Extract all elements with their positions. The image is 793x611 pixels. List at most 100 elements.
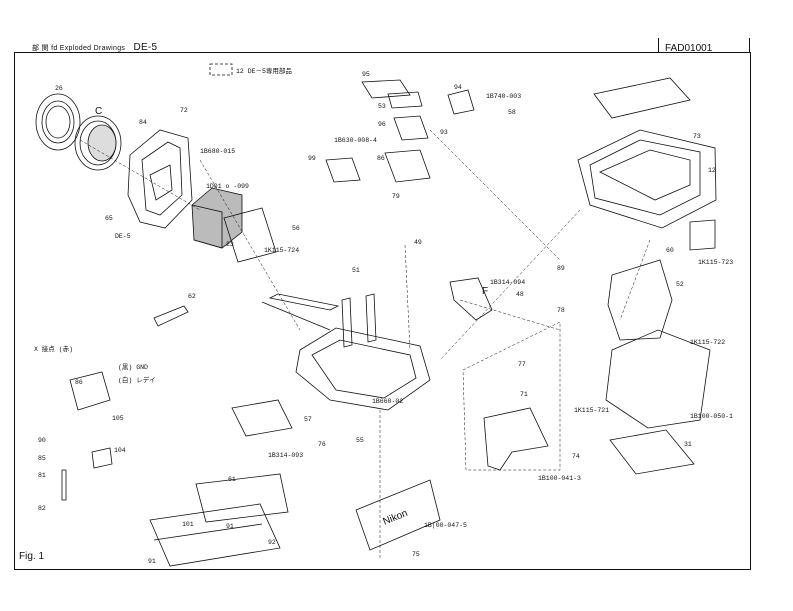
callout-1B314a: 1B314-094 [490, 279, 525, 286]
callout-x-contact: X 接点 (赤) [34, 344, 73, 353]
filter-plate [609, 429, 695, 475]
screw-81 [61, 469, 67, 501]
callout-94: 94 [454, 84, 462, 91]
callout-58: 58 [508, 109, 516, 116]
callout-71: 71 [520, 391, 528, 398]
callout-92: 92 [268, 539, 276, 546]
contact-assembly [69, 371, 111, 411]
callout-ready: (白) レデイ [118, 375, 156, 384]
callout-DE5: DE-5 [115, 233, 131, 240]
callout-99: 99 [308, 155, 316, 162]
callout-60: 60 [666, 247, 674, 254]
callout-61: 61 [228, 476, 236, 483]
callout-1B740: 1B740-003 [486, 93, 521, 100]
callout-1K722: 1K115-722 [690, 339, 725, 346]
frame-101 [149, 503, 281, 567]
callout-78: 78 [557, 307, 565, 314]
callout-65: 65 [105, 215, 113, 222]
callout-91: 91 [226, 523, 234, 530]
plate-23 [223, 207, 277, 263]
callout-1B100a: 1B100-050-1 [690, 413, 733, 420]
callout-91b: 91 [148, 558, 156, 565]
callout-79: 79 [392, 193, 400, 200]
strip-62 [153, 305, 189, 327]
lever-plate [483, 407, 549, 471]
callout-31: 31 [684, 441, 692, 448]
callout-1B314b: 1B314-093 [268, 452, 303, 459]
callout-84: 84 [139, 119, 147, 126]
callout-1B680: 1B680-015 [200, 148, 235, 155]
callout-73: 73 [693, 133, 701, 140]
lens-ring [35, 93, 81, 151]
document-number: FAD01001 [658, 38, 750, 52]
callout-77: 77 [518, 361, 526, 368]
switch-plate [231, 399, 293, 437]
callout-82: 82 [38, 505, 46, 512]
eyepiece [74, 115, 122, 171]
header-title: 部 関 fd Exploded Drawings [32, 45, 126, 52]
callout-93: 93 [440, 129, 448, 136]
part-94 [447, 89, 475, 115]
callout-51: 51 [352, 267, 360, 274]
callout-101: 101 [182, 521, 194, 528]
callout-76: 76 [318, 441, 326, 448]
callout-52: 52 [676, 281, 684, 288]
flex-bracket [449, 277, 493, 321]
part-95 [361, 79, 411, 99]
callout-86b: 86 [75, 379, 83, 386]
frame-edge [153, 523, 263, 541]
rod-53 [268, 293, 340, 311]
top-cover [577, 129, 717, 229]
callout-53: 53 [378, 103, 386, 110]
nikon-logo: Nikon [381, 508, 409, 528]
callout-62: 62 [188, 293, 196, 300]
part-96 [393, 115, 429, 141]
callout-49: 49 [414, 239, 422, 246]
callout-1K723: 1K115-723 [698, 259, 733, 266]
callout-74: 74 [572, 453, 580, 460]
callout-104: 104 [114, 447, 126, 454]
header-model: DE-5 [133, 42, 158, 53]
callout-23: 23 [226, 241, 234, 248]
callout-56: 56 [292, 225, 300, 232]
callout-12: 12 [708, 167, 716, 174]
bracket [689, 219, 716, 251]
callout-C: C [95, 106, 102, 117]
top-plate [593, 77, 691, 119]
callout-1K724: 1K115-724 [264, 247, 299, 254]
nikon-cover [355, 479, 441, 551]
callout-26: 26 [55, 85, 63, 92]
eyepiece-housing [127, 129, 193, 229]
frame-61 [195, 473, 289, 523]
part-104 [91, 447, 113, 469]
legend-note: 12 DE－5専用部品 [236, 66, 292, 75]
part-86 [384, 149, 431, 183]
page-header: 部 関 fd Exploded Drawings DE-5 [32, 42, 157, 53]
callout-81: 81 [38, 472, 46, 479]
callout-1B100b: 1B100-041-3 [538, 475, 581, 482]
callout-1B100c: 1B|00-047-5 [424, 522, 467, 529]
callout-57: 57 [304, 416, 312, 423]
prism-block [191, 187, 243, 249]
callout-48: 48 [516, 291, 524, 298]
callout-1B630: 1B630-008-4 [334, 137, 377, 144]
side-block [607, 259, 673, 341]
callout-F: F [482, 286, 488, 297]
callout-85: 85 [38, 455, 46, 462]
callout-1B660: 1B660-02 [372, 398, 403, 405]
callout-86: 86 [377, 155, 385, 162]
legend-swatch [209, 63, 233, 76]
callout-72: 72 [180, 107, 188, 114]
callout-1D01: 1D01 o -099 [206, 183, 249, 190]
callout-95: 95 [362, 71, 370, 78]
part-99 [325, 157, 361, 183]
main-frame [295, 293, 431, 411]
callout-89: 89 [557, 265, 565, 272]
callout-75: 75 [412, 551, 420, 558]
rod-long [261, 301, 331, 331]
callout-1K721: 1K115-721 [574, 407, 609, 414]
drawing-frame [14, 52, 751, 570]
callout-gnd: (黒) GND [118, 363, 148, 371]
callout-90: 90 [38, 437, 46, 444]
